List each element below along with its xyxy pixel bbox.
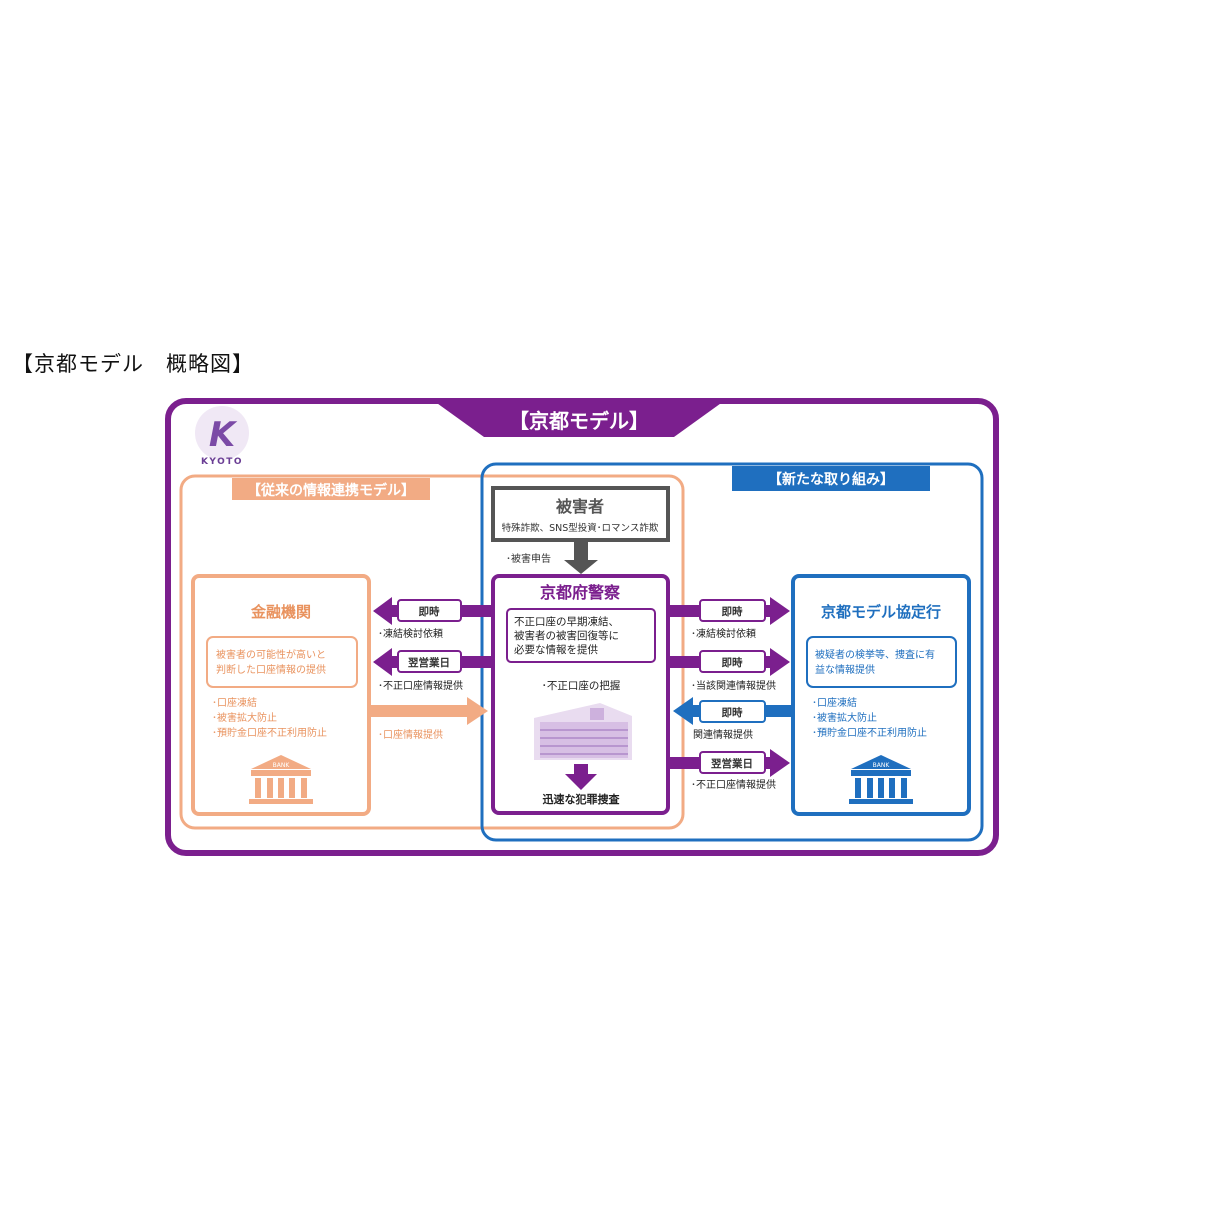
right-arrow-2-tag [699, 650, 766, 673]
financial-bullet-2: ･被害拡大防止 [212, 711, 277, 724]
financial-box [191, 574, 371, 816]
partner-info-line-2: 益な情報提供 [815, 663, 875, 676]
financial-bank-sign: BANK [273, 762, 291, 769]
financial-bullet-3: ･預貯金口座不正利用防止 [212, 726, 327, 739]
right-arrow-4-caption: ･不正口座情報提供 [691, 778, 776, 791]
left-arrow-1-caption: ･凍結検討依頼 [378, 627, 443, 640]
victim-subtitle: 特殊詐欺、SNS型投資･ロマンス詐欺 [502, 522, 659, 534]
banner-title: 【京都モデル】 [509, 409, 649, 433]
financial-bank-icon: BANK [249, 755, 313, 804]
report-label: ･被害申告 [506, 552, 551, 565]
right-arrow-4-tag-text: 翌営業日 [711, 757, 753, 770]
partner-bank-icon: BANK [849, 755, 913, 804]
title-banner [434, 401, 724, 437]
legacy-label: 【従来の情報連携モデル】 [247, 482, 415, 499]
police-info-line-2: 被害者の被害回復等に [514, 629, 619, 642]
partner-bullet-1: ･口座凍結 [812, 696, 857, 709]
right-arrow-3-caption: 関連情報提供 [693, 728, 753, 741]
financial-bullet-1: ･口座凍結 [212, 696, 257, 709]
financial-info-line-2: 判断した口座情報の提供 [216, 663, 326, 676]
victim-title: 被害者 [556, 497, 604, 516]
partner-info-box [806, 636, 957, 688]
logo-text: KYOTO [201, 457, 243, 467]
partner-bank-sign: BANK [873, 762, 891, 769]
left-arrow-2-caption: ･不正口座情報提供 [378, 679, 463, 692]
right-arrow-1-caption: ･凍結検討依頼 [691, 627, 756, 640]
financial-info-line-1: 被害者の可能性が高いと [216, 648, 326, 661]
logo-circle-icon [195, 406, 249, 460]
left-arrow-3 [371, 697, 488, 725]
left-arrow-3-caption: ･口座情報提供 [378, 728, 443, 741]
partner-box [791, 574, 971, 816]
report-arrow [564, 542, 598, 574]
police-building-icon [534, 703, 632, 760]
new-region [480, 462, 984, 842]
financial-info-box [206, 636, 358, 688]
left-arrow-2-tag [397, 650, 462, 673]
financial-title: 金融機関 [250, 603, 311, 621]
police-info-line-1: 不正口座の早期凍結、 [514, 615, 619, 628]
police-info-box [506, 608, 656, 663]
new-label-box [732, 466, 930, 491]
victim-box [491, 486, 670, 542]
partner-bullet-3: ･預貯金口座不正利用防止 [812, 726, 927, 739]
logo-letter: K [209, 415, 238, 455]
legacy-region [179, 474, 685, 830]
right-arrow-2-tag-text: 即時 [722, 656, 743, 669]
left-arrow-1-tag-text: 即時 [419, 605, 440, 618]
police-title: 京都府警察 [540, 583, 621, 602]
police-grasp-label: ･不正口座の把握 [542, 679, 621, 692]
right-arrow-3-tag [699, 700, 766, 723]
right-arrow-3-tag-text: 即時 [722, 706, 743, 719]
right-arrow-4-tag [699, 751, 766, 774]
partner-info-line-1: 被疑者の検挙等、捜査に有 [815, 648, 935, 661]
legacy-label-box [232, 478, 430, 500]
right-arrow-2-caption: ･当該関連情報提供 [691, 679, 776, 692]
page-heading: 【京都モデル 概略図】 [12, 352, 254, 376]
left-arrow-2-tag-text: 翌営業日 [408, 656, 450, 669]
police-bottom-label: 迅速な犯罪捜査 [543, 792, 620, 806]
left-arrow-1-tag [397, 599, 462, 622]
investigation-arrow [565, 764, 597, 790]
police-info-line-3: 必要な情報を提供 [514, 643, 598, 656]
new-label: 【新たな取り組み】 [768, 471, 894, 488]
partner-bullet-2: ･被害拡大防止 [812, 711, 877, 724]
partner-title: 京都モデル協定行 [821, 603, 941, 621]
right-arrow-1-tag [699, 599, 766, 622]
kyoto-logo: K KYOTO [195, 406, 249, 467]
right-arrow-1-tag-text: 即時 [722, 605, 743, 618]
